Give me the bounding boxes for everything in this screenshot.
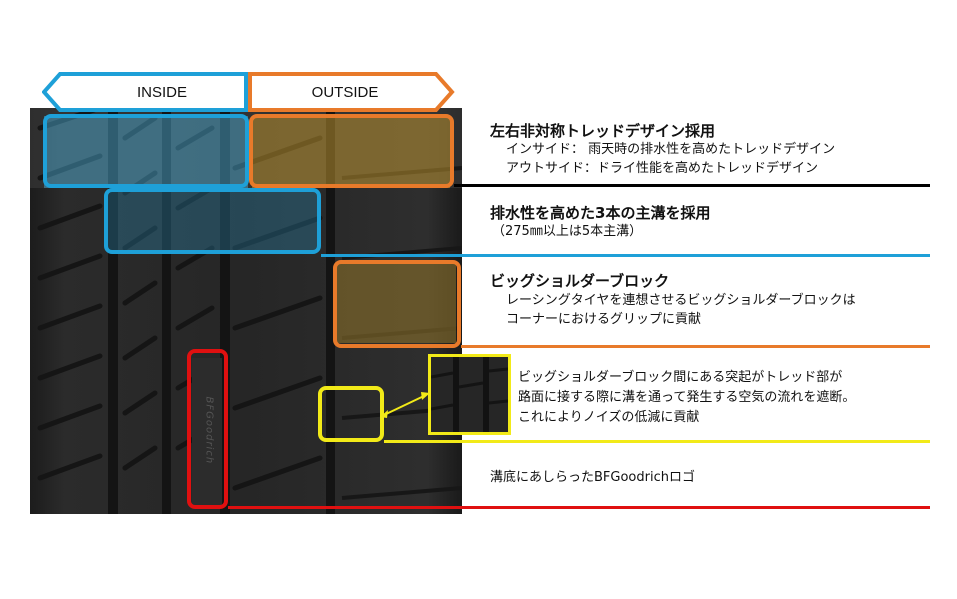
shoulder-rule [461,345,930,348]
tab-inside: INSIDE [136,83,187,101]
outside-tread-box [249,114,454,188]
logo-rule [228,506,930,509]
noise-zoom-inset [428,354,511,435]
asymmetric-line-1: インサイド： 雨天時の排水性を高めたトレッドデザイン [506,142,836,157]
grooves-rule [321,254,930,257]
shoulder-line-1: レーシングタイヤを連想させるビッグショルダーブロックは [506,293,856,308]
inside-tread-box [43,114,249,188]
noise-line-1: ビッグショルダーブロック間にある突起がトレッド部が [518,370,843,385]
grooves-line-1: （275㎜以上は5本主溝） [492,224,643,239]
noise-line-2: 路面に接する際に溝を通って発生する空気の流れを遮断。 [518,390,856,405]
noise-line-3: これによりノイズの低減に貢献 [518,410,700,425]
shoulder-title: ビッグショルダーブロック [490,272,670,290]
zoom-connector [380,392,430,418]
noise-protrusion-box [318,386,384,442]
asymmetric-rule [454,184,930,187]
asymmetric-line-2: アウトサイド：ドライ性能を高めたトレッドデザイン [506,161,819,176]
logo-box [187,349,228,509]
inside-outside-arrows [42,72,455,112]
main-groove-box [104,188,321,254]
asymmetric-title: 左右非対称トレッドデザイン採用 [490,122,716,140]
logo-line-1: 溝底にあしらったBFGoodrichロゴ [490,470,695,485]
shoulder-block-box [333,260,461,348]
tab-outside: OUTSIDE [311,83,379,101]
shoulder-line-2: コーナーにおけるグリップに貢献 [506,312,702,327]
grooves-title: 排水性を高めた3本の主溝を採用 [490,204,711,222]
noise-rule [384,440,930,443]
